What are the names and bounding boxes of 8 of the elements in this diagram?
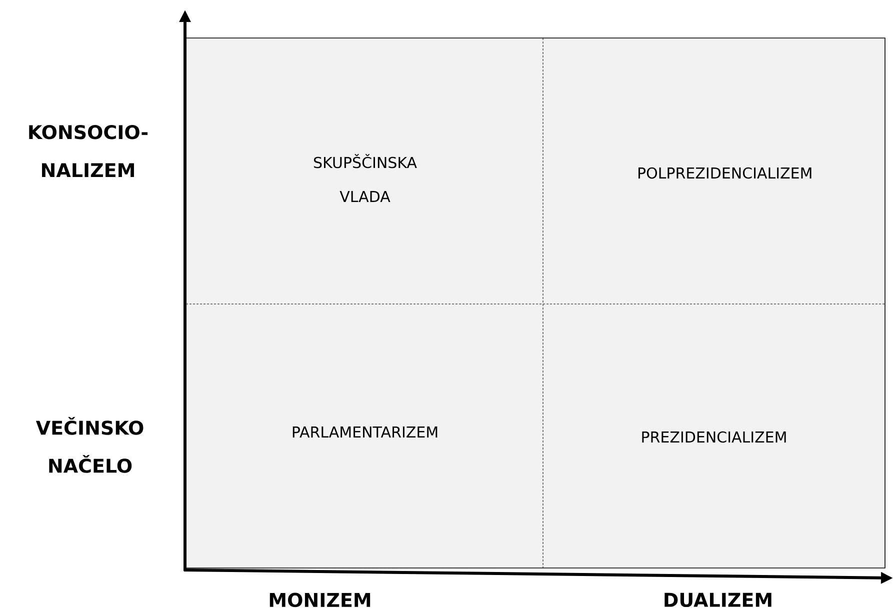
axis-label: KONSOCIO- NALIZEM [29, 124, 148, 178]
quadrant: POLPREZIDENCIALIZEM [638, 167, 812, 179]
quadrant: PREZIDENCIALIZEM [642, 431, 786, 443]
quadrant: SKUPŠČINSKA VLADA [314, 154, 417, 202]
axis-label: MONIZEM [270, 592, 370, 608]
axis-label: VEČINSKO NAČELO [36, 417, 144, 473]
quadrant: PARLAMENTARIZEM [292, 426, 438, 438]
axis-label: DUALIZEM [664, 592, 772, 608]
